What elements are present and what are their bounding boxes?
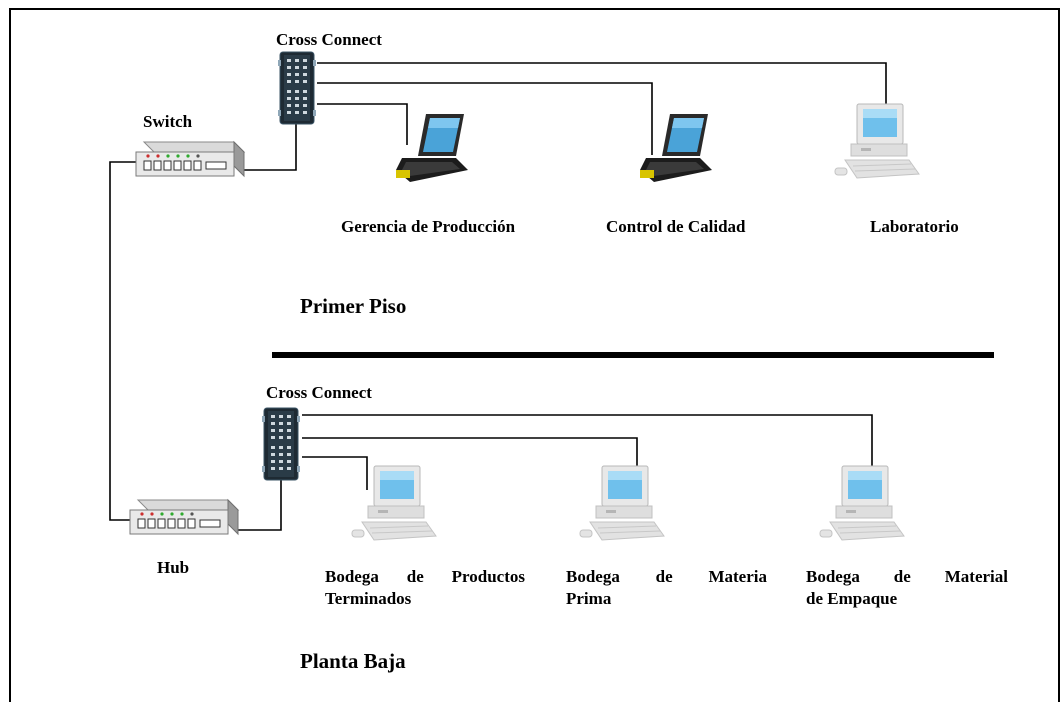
label-line: Prima bbox=[566, 589, 612, 608]
switch-label: Switch bbox=[143, 112, 193, 131]
label-word: de bbox=[655, 567, 673, 586]
workstation-label-bodega-productos: Bodega de Productos Terminados bbox=[325, 566, 525, 610]
label-line: Bodega de Materia bbox=[566, 566, 767, 588]
label-word: de bbox=[406, 567, 424, 586]
workstation-label-control: Control de Calidad bbox=[606, 217, 746, 236]
laptop-icon bbox=[640, 114, 712, 182]
label-word: Material bbox=[944, 567, 1008, 586]
hub-label: Hub bbox=[157, 558, 190, 577]
cross-connect-top-icon bbox=[277, 51, 317, 125]
cross-connect-bottom-icon bbox=[261, 407, 301, 481]
label-word: de bbox=[893, 567, 911, 586]
label-word: Materia bbox=[708, 567, 767, 586]
label-word: Bodega bbox=[566, 567, 620, 586]
floor-label-first: Primer Piso bbox=[300, 294, 407, 318]
floor-label-ground: Planta Baja bbox=[300, 649, 406, 673]
cross-connect-bottom-label: Cross Connect bbox=[266, 383, 372, 402]
label-line: Terminados bbox=[325, 589, 412, 608]
cross-connect-top-label: Cross Connect bbox=[276, 30, 382, 49]
desktop-computer-icon bbox=[351, 465, 437, 541]
switch-icon bbox=[135, 141, 245, 177]
workstation-label-bodega-materia: Bodega de Materia Prima bbox=[566, 566, 767, 610]
frame bbox=[9, 8, 1060, 702]
hub-icon bbox=[129, 499, 239, 535]
label-line: Bodega de Material bbox=[806, 566, 1008, 588]
workstation-label-bodega-empaque: Bodega de Material de Empaque bbox=[806, 566, 1008, 610]
workstation-label-laboratorio: Laboratorio bbox=[870, 217, 959, 236]
label-word: Bodega bbox=[806, 567, 860, 586]
desktop-computer-icon bbox=[819, 465, 905, 541]
workstation-label-gerencia: Gerencia de Producción bbox=[341, 217, 516, 236]
label-word: Bodega bbox=[325, 567, 379, 586]
desktop-computer-icon bbox=[579, 465, 665, 541]
label-word: Productos bbox=[451, 567, 525, 586]
desktop-computer-icon bbox=[834, 103, 920, 179]
cabling bbox=[109, 62, 887, 531]
label-line: de Empaque bbox=[806, 589, 898, 608]
label-line: Bodega de Productos bbox=[325, 566, 525, 588]
